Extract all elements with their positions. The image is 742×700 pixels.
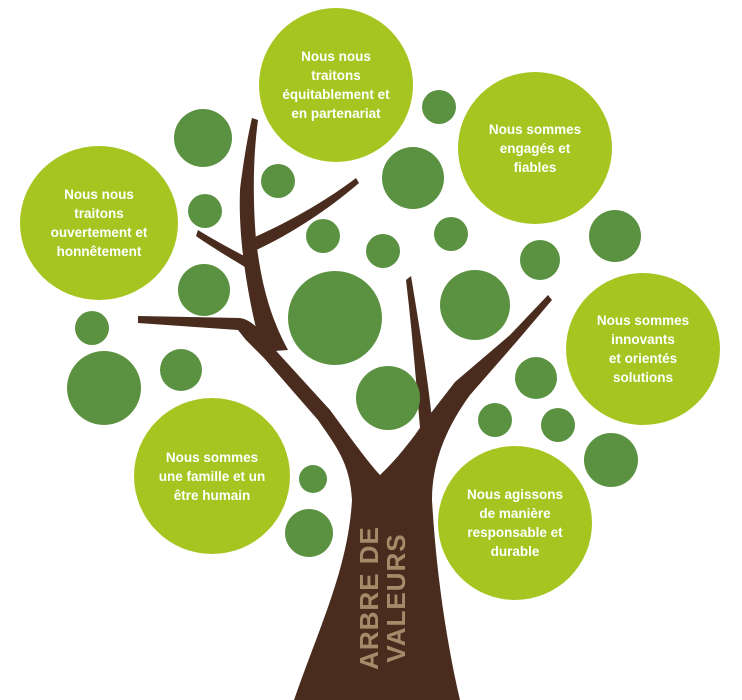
tree-branch-upper-right — [248, 178, 359, 252]
leaf-circle — [356, 366, 420, 430]
value-circle-engages: Nous sommes engagés et fiables — [458, 72, 612, 224]
value-text-famille: Nous sommes une famille et un être humai… — [158, 449, 266, 503]
leaf-circles — [67, 90, 641, 557]
value-text-engages: Nous sommes engagés et fiables — [488, 121, 582, 175]
leaf-circle — [261, 164, 295, 198]
tree-branch-right — [406, 276, 432, 428]
leaf-circle — [299, 465, 327, 493]
leaf-circle — [288, 271, 382, 365]
leaf-circle — [541, 408, 575, 442]
leaf-circle — [584, 433, 638, 487]
leaf-circle — [434, 217, 468, 251]
leaf-circle — [589, 210, 641, 262]
leaf-circle — [306, 219, 340, 253]
leaf-circle — [382, 147, 444, 209]
value-circle-durable: Nous agissons de manière responsable et … — [438, 446, 592, 600]
leaf-circle — [75, 311, 109, 345]
leaf-circle — [188, 194, 222, 228]
leaf-circle — [520, 240, 560, 280]
leaf-circle — [67, 351, 141, 425]
leaf-circle — [440, 270, 510, 340]
leaf-circle — [422, 90, 456, 124]
leaf-circle — [285, 509, 333, 557]
leaf-circle — [178, 264, 230, 316]
value-circle-innovants: Nous sommes innovants et orientés soluti… — [566, 273, 720, 425]
trunk-label: ARBRE DE VALEURS — [354, 526, 411, 670]
leaf-circle — [366, 234, 400, 268]
value-text-innovants: Nous sommes innovants et orientés soluti… — [596, 313, 690, 385]
value-circle-ouvertement: Nous nous traitons ouvertement et honnêt… — [20, 146, 178, 300]
tree-trunk — [138, 295, 552, 700]
tree-branch-left-upper — [239, 118, 288, 352]
leaf-circle — [478, 403, 512, 437]
value-text-partenariat: Nous nous traitons équitablement et en p… — [282, 49, 390, 121]
value-circle-partenariat: Nous nous traitons équitablement et en p… — [259, 8, 413, 162]
value-text-ouvertement: Nous nous traitons ouvertement et honnêt… — [50, 187, 148, 259]
tree-trunk-and-branches — [138, 118, 552, 700]
leaf-circle — [515, 357, 557, 399]
leaf-circle — [160, 349, 202, 391]
value-circle-famille: Nous sommes une famille et un être humai… — [134, 398, 290, 554]
value-text-durable: Nous agissons de manière responsable et … — [466, 487, 564, 559]
tree-branch-twig — [196, 230, 256, 270]
leaf-circle — [174, 109, 232, 167]
